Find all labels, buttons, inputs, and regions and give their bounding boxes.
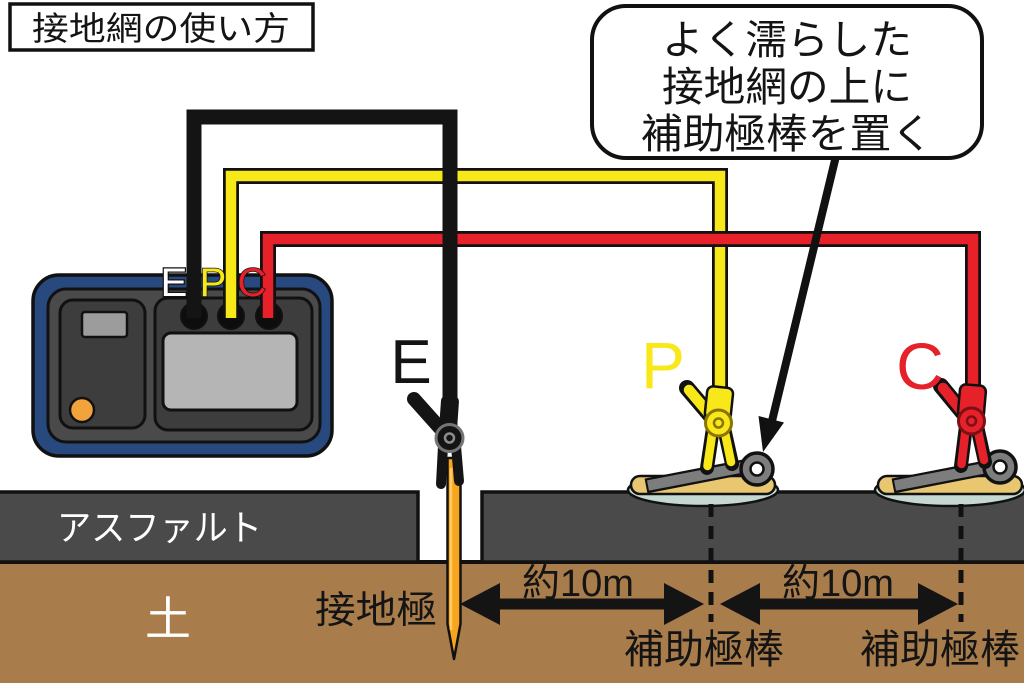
alligator-clip-c [933, 378, 992, 473]
wire-c [262, 233, 979, 396]
roller-left-hub [749, 461, 765, 477]
alligator-clip-e [407, 392, 465, 489]
aux-rod-left-label: 補助極棒 [624, 628, 784, 672]
aux-rod-right [894, 460, 1000, 491]
callout-line-2: 接地網の上に [662, 64, 912, 110]
wire-e [186, 109, 458, 428]
callout-bubble [590, 4, 984, 160]
aux-rod-right-label: 補助極棒 [860, 628, 1020, 672]
terminal-c-label: C [238, 261, 267, 305]
tester-window [80, 310, 129, 339]
callout-line-3: 補助極棒を置く [641, 111, 933, 157]
asphalt-label: アスファルト [57, 507, 262, 548]
terminal-p-label: P [200, 261, 227, 305]
probe-p-label: P [641, 328, 685, 402]
distance-left-label: 約10m [522, 563, 634, 605]
tester-display [161, 331, 299, 412]
probe-e-label: E [390, 328, 431, 397]
terminal-e-label: E [161, 261, 188, 305]
page-title: 接地網の使い方 [32, 10, 290, 47]
roller-right-hub [992, 459, 1008, 475]
distance-arrow-left [460, 583, 704, 625]
wire-p [225, 170, 726, 396]
title-box [8, 2, 315, 52]
power-button [68, 396, 96, 424]
callout-line-1: よく濡らした [662, 17, 912, 63]
callout-arrowhead [758, 416, 784, 452]
earth-electrode-label: 接地極 [315, 590, 437, 632]
earth-stake [446, 456, 462, 661]
soil-label: 土 [145, 593, 191, 645]
distance-right-label: 約10m [782, 563, 894, 605]
callout-arrow-line [768, 155, 840, 422]
wire-c-outline [260, 231, 981, 396]
distance-arrow-right [720, 583, 958, 625]
probe-c-label: C [896, 329, 944, 403]
alligator-clip-p [679, 380, 739, 475]
asphalt-block-left [0, 490, 420, 564]
